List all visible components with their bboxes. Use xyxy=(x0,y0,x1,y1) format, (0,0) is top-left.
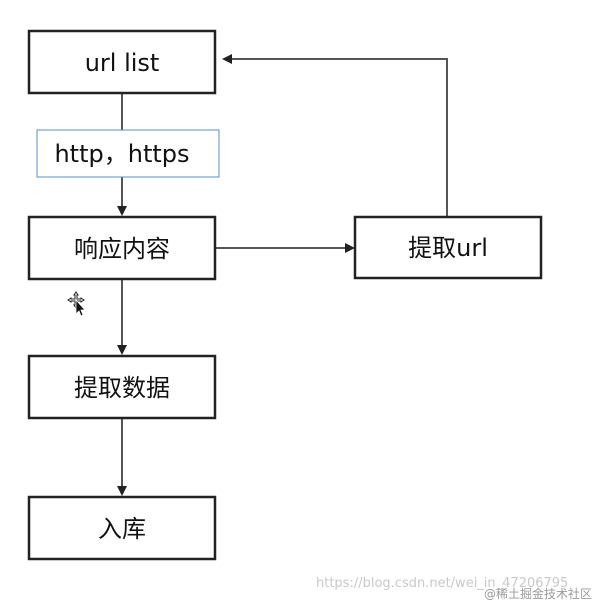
node-extract-url: 提取url xyxy=(353,215,543,280)
edge-label-protocol-text: http，https xyxy=(54,140,189,168)
node-store-text: 入库 xyxy=(98,515,146,543)
edge-label-protocol: http，https xyxy=(36,129,220,178)
watermark-community: @稀土掘金技术社区 xyxy=(484,586,592,601)
node-response-text: 响应内容 xyxy=(74,235,170,263)
node-extract-url-text: 提取url xyxy=(408,234,488,262)
node-extract-data-text: 提取数据 xyxy=(74,374,170,402)
edge-extract-url-to-urllist xyxy=(222,54,448,216)
move-cursor-icon xyxy=(67,291,86,317)
node-response: 响应内容 xyxy=(27,215,217,281)
node-store: 入库 xyxy=(27,495,217,561)
node-extract-data: 提取数据 xyxy=(27,354,217,420)
node-url-list-text: url list xyxy=(85,49,160,77)
watermark-blog-url: https://blog.csdn.net/wei_in_47206795 xyxy=(316,576,568,591)
node-url-list: url list xyxy=(27,29,217,95)
